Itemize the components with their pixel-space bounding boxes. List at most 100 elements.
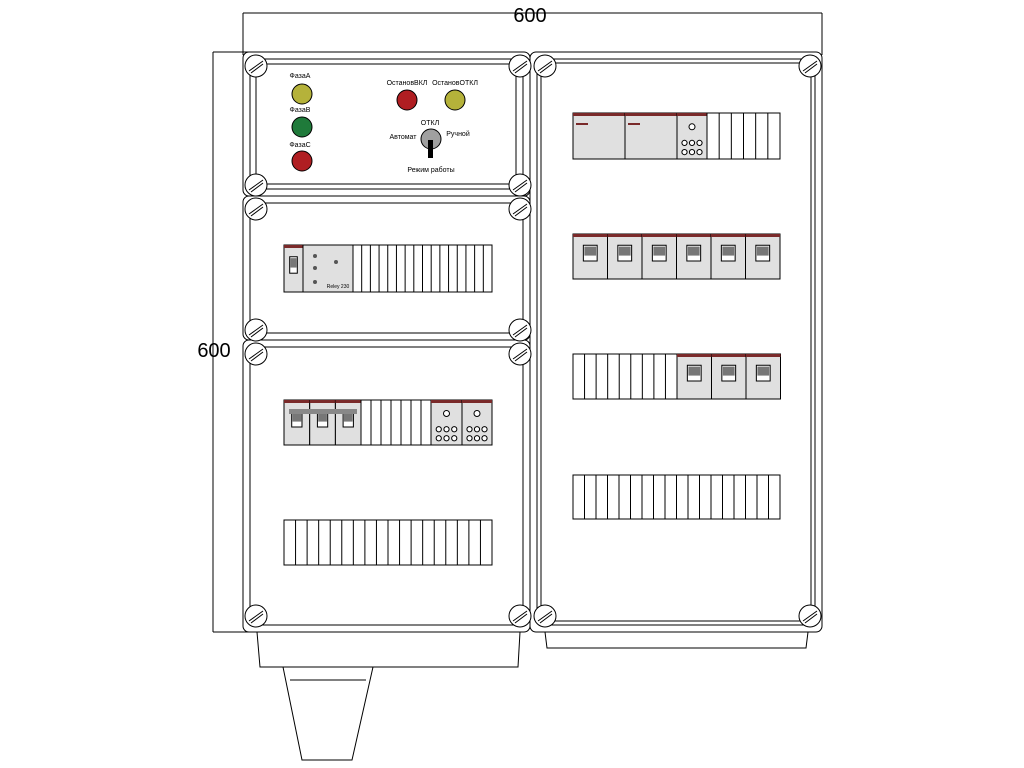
screw-terminal — [435, 426, 442, 433]
screw-terminal — [443, 410, 450, 417]
width-dimension-label: 600 — [513, 5, 546, 27]
screw-terminal — [466, 426, 473, 433]
breaker-accent — [284, 400, 310, 403]
screw-terminal — [451, 426, 458, 433]
screw-terminal — [443, 426, 450, 433]
screw-slot — [248, 610, 264, 622]
screw-slot — [512, 203, 528, 215]
circuit-breaker — [309, 399, 336, 446]
screw-icon — [244, 54, 268, 78]
blank-module-group — [360, 399, 432, 446]
screw-terminal — [466, 435, 473, 442]
breaker-accent — [676, 234, 711, 237]
screw-slot — [539, 613, 553, 624]
screw-slot — [537, 610, 553, 622]
screw-terminal — [681, 149, 688, 156]
breaker-accent — [745, 234, 780, 237]
terminal-module — [461, 399, 493, 446]
module-body — [624, 112, 678, 160]
blank-cover — [572, 353, 678, 400]
breaker-toggle — [343, 412, 353, 422]
module-label-mark — [576, 123, 588, 125]
screw-terminal — [435, 435, 442, 442]
screw-icon — [798, 604, 822, 628]
breaker-toggle — [318, 412, 327, 422]
circuit-breaker — [283, 244, 304, 293]
screw-slot — [514, 351, 528, 362]
screw-terminal — [696, 149, 703, 156]
din-modules: Reley 230 — [283, 112, 781, 566]
left-base — [256, 631, 521, 668]
circuit-breaker — [711, 353, 747, 400]
screw-terminal — [443, 435, 450, 442]
screw-slot — [514, 182, 528, 193]
switch-label-manual: Ручной — [446, 130, 470, 138]
screw-icon — [508, 604, 532, 628]
screw-slot — [250, 327, 264, 338]
breaker-accent — [746, 354, 781, 357]
screw-terminal — [473, 410, 481, 417]
breaker-toggle — [584, 246, 597, 256]
relay-label: Reley 230 — [327, 284, 350, 290]
screw-terminal — [451, 435, 458, 442]
circuit-breaker — [676, 353, 712, 400]
breaker-accent — [677, 354, 712, 357]
breaker-toggle — [722, 246, 735, 256]
switch-label-mode: Режим работы — [407, 166, 454, 174]
screw-slot — [248, 60, 264, 72]
screw-slot — [248, 348, 264, 360]
breaker-toggle — [756, 246, 769, 256]
circuit-breaker — [641, 233, 677, 280]
indicator-on — [396, 89, 418, 111]
breaker-toggle — [688, 366, 701, 376]
screw-slot — [539, 63, 553, 74]
breaker-accent — [309, 400, 336, 403]
switch-label-off: ОТКЛ — [421, 120, 440, 127]
circuit-breaker — [572, 233, 608, 280]
terminal-accent — [462, 400, 492, 403]
screw-slot — [537, 60, 553, 72]
blank-module-group — [572, 474, 781, 520]
breaker-accent — [642, 234, 677, 237]
screw-slot — [512, 348, 528, 360]
screw-slot — [804, 63, 818, 74]
screw-slot — [514, 613, 528, 624]
breaker-accent — [335, 400, 362, 403]
screw-icon — [508, 54, 532, 78]
circuit-breaker — [745, 233, 781, 280]
circuit-breaker — [607, 233, 643, 280]
power-supply-module — [572, 112, 626, 160]
busbar-link — [289, 409, 357, 414]
breaker-toggle — [653, 246, 666, 256]
screw-slot — [512, 610, 528, 622]
screw-icon — [244, 173, 268, 197]
screw-slot — [802, 610, 818, 622]
blank-module-group — [283, 519, 493, 566]
screw-slot — [250, 613, 264, 624]
cable-gland — [282, 666, 374, 761]
screw-icon — [798, 54, 822, 78]
circuit-breaker — [283, 399, 311, 446]
power-supply-module — [624, 112, 678, 160]
lamp-label-phase-a: ФазаA — [290, 73, 311, 80]
module-body — [572, 112, 626, 160]
screw-icon — [533, 54, 557, 78]
breaker-toggle — [757, 366, 770, 376]
breaker-accent — [573, 234, 608, 237]
screw-slot — [804, 613, 818, 624]
screw-slot — [514, 206, 528, 217]
terminal-module — [430, 399, 463, 446]
screw-icon — [508, 318, 532, 342]
lamp-label-phase-b: ФазаB — [290, 107, 311, 114]
terminal-module — [676, 112, 708, 160]
switch-label-auto: Автомат — [389, 134, 417, 141]
module-label-mark — [628, 123, 640, 125]
screw-icon — [508, 342, 532, 366]
breaker-toggle — [618, 246, 631, 256]
breaker-toggle — [290, 258, 297, 268]
screw-slot — [512, 324, 528, 336]
breaker-accent — [284, 245, 303, 248]
relay-indicator — [313, 280, 317, 284]
breaker-accent — [607, 234, 642, 237]
